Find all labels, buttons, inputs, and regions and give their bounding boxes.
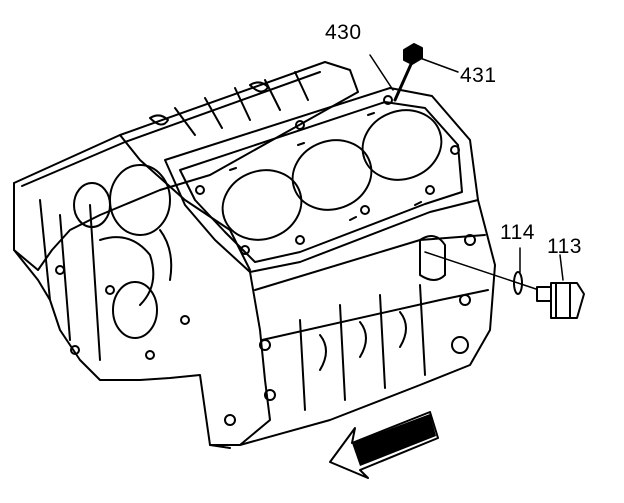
callout-114: 114	[500, 221, 535, 244]
deck-bolt-7	[295, 120, 305, 130]
deck-bolt-1	[195, 185, 205, 195]
side-bolt-4	[451, 336, 469, 354]
left-bank-ribs	[174, 71, 309, 136]
cylinder-bore-3	[361, 109, 443, 181]
gallery-plug-113	[536, 282, 585, 319]
plug-centerline	[424, 251, 546, 293]
front-bolt-1	[55, 265, 65, 275]
side-bolt-3	[224, 414, 236, 426]
side-bolt-2	[264, 389, 276, 401]
front-bolt-5	[180, 315, 190, 325]
front-bolt-4	[145, 350, 155, 360]
left-bank-outline	[13, 61, 359, 271]
gallery-plug-hole	[464, 234, 476, 246]
right-deck-inner	[179, 101, 463, 263]
right-side-bottom	[239, 199, 496, 446]
deck-bolt-6	[383, 95, 393, 105]
side-bolt-1	[259, 339, 271, 351]
callout-113: 113	[547, 235, 582, 258]
right-side-wall	[209, 271, 271, 446]
left-bank-bosses	[149, 81, 269, 126]
coolant-passages	[229, 112, 422, 221]
cylinder-bore-1	[221, 169, 303, 241]
seal-washer-114	[513, 271, 523, 295]
left-bank-top-edge	[21, 71, 321, 187]
side-bolt-5	[459, 294, 471, 306]
front-face-inner	[39, 199, 101, 361]
right-side-mid	[261, 289, 489, 341]
callout-431: 431	[460, 64, 497, 87]
right-side-upper	[254, 234, 486, 291]
oil-gallery-boss	[419, 235, 446, 281]
front-face	[13, 182, 231, 449]
deck-bolt-2	[240, 245, 250, 255]
callout-430: 430	[325, 21, 362, 44]
front-bolt-3	[70, 345, 80, 355]
deck-bolt-8	[450, 145, 460, 155]
front-opening-2	[109, 164, 171, 236]
main-cap-ribs	[299, 284, 426, 411]
deck-bolt-5	[425, 185, 435, 195]
front-webbing	[99, 229, 173, 306]
right-deck-outline	[164, 87, 479, 273]
front-opening-3	[112, 281, 158, 339]
deck-bolt-4	[360, 205, 370, 215]
leader-430	[369, 54, 394, 91]
cylinder-bore-2	[291, 139, 373, 211]
deck-bolt-3	[295, 235, 305, 245]
front-arrow	[329, 411, 439, 479]
left-bank-deck	[119, 134, 251, 271]
leader-431	[419, 57, 459, 73]
front-opening-1	[73, 182, 111, 228]
rib-detail	[319, 311, 407, 371]
head-bolt-431	[393, 43, 423, 102]
front-bolt-2	[105, 285, 115, 295]
leader-113	[559, 254, 564, 281]
